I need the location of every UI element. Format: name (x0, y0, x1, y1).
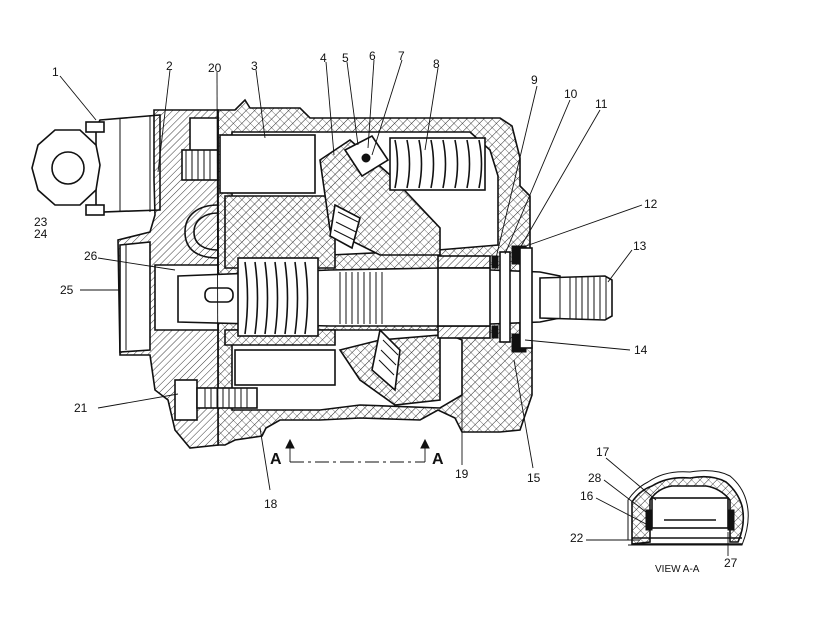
callout-11: 11 (595, 97, 608, 111)
callout-5: 5 (342, 51, 349, 65)
lower-roller (371, 328, 401, 392)
callout-4: 4 (320, 51, 327, 65)
detail-view-a-a: 17 28 16 22 27 VIEW A-A (570, 445, 749, 575)
detail-callout-28: 28 (588, 471, 602, 485)
callout-13: 13 (633, 239, 647, 253)
callout-25: 25 (60, 283, 74, 297)
callout-7: 7 (398, 49, 405, 63)
callout-3: 3 (251, 59, 258, 73)
callout-26: 26 (84, 249, 98, 263)
callout-9: 9 (531, 73, 538, 87)
detail-callout-27: 27 (724, 556, 738, 570)
callout-leaders (59, 59, 643, 491)
cylinder-barrel (219, 134, 336, 386)
callout-15: 15 (527, 471, 541, 485)
banjo-fitting (31, 121, 105, 216)
shaft-spline (339, 272, 383, 324)
shaft-bearing (437, 255, 491, 339)
section-mark-left: A (270, 451, 282, 468)
callout-18: 18 (264, 497, 278, 511)
callout-23: 23 (34, 215, 48, 229)
inlet-port-boss (119, 241, 151, 353)
callout-6: 6 (369, 49, 376, 63)
callout-2: 2 (166, 59, 173, 73)
barrel-spring (237, 257, 319, 337)
detail-callout-17: 17 (596, 445, 610, 459)
section-mark-right: A (432, 451, 444, 468)
lift-eye (184, 204, 219, 259)
callout-12: 12 (644, 197, 658, 211)
detail-callout-22: 22 (570, 531, 584, 545)
section-line-a-a: A A (270, 438, 444, 468)
callout-14: 14 (634, 343, 648, 357)
callout-10: 10 (564, 87, 578, 101)
callout-1: 1 (52, 65, 59, 79)
callout-24: 24 (34, 227, 48, 241)
callout-8: 8 (433, 57, 440, 71)
shaft-seal-stack (491, 245, 533, 353)
drain-plug (174, 379, 258, 421)
output-spline-end (539, 275, 613, 321)
swashplate-bearing (329, 134, 390, 250)
detail-callout-16: 16 (580, 489, 594, 503)
detail-view-title: VIEW A-A (655, 564, 700, 575)
callout-labels: 1 2 20 3 4 5 6 7 8 9 10 11 12 13 14 15 1… (34, 49, 658, 511)
control-spring (389, 137, 486, 191)
callout-19: 19 (455, 467, 469, 481)
callout-21: 21 (74, 401, 88, 415)
callout-20: 20 (208, 61, 222, 75)
